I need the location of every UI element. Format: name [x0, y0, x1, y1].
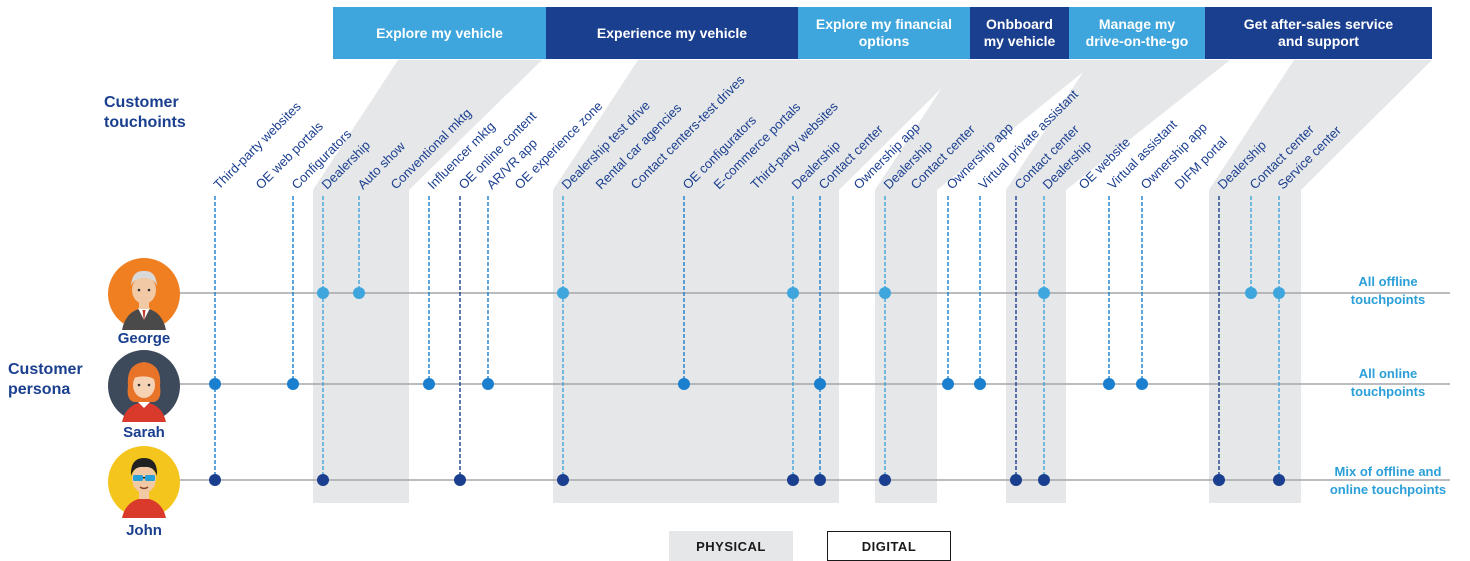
banner-manage-drive: Manage my drive-on-the-go — [1069, 7, 1205, 59]
physical-band-1 — [553, 60, 902, 503]
physical-band-5 — [1209, 60, 1432, 503]
banner-financial-options: Explore my financial options — [798, 7, 970, 59]
touchpoint-dot-george — [879, 287, 891, 299]
sarah-avatar — [108, 350, 180, 422]
touchpoint-dot-sarah — [287, 378, 299, 390]
legend-physical: PHYSICAL — [669, 531, 793, 561]
customer-persona-heading: Customer persona — [8, 361, 83, 398]
touchpoint-dot-sarah — [423, 378, 435, 390]
touchpoint-dot-george — [353, 287, 365, 299]
george-avatar — [108, 258, 180, 330]
physical-band-2 — [783, 60, 970, 503]
banner-onboard-vehicle: Onbboard my vehicle — [970, 7, 1069, 59]
physical-band-0 — [313, 60, 542, 503]
touchpoint-dot-john — [557, 474, 569, 486]
touchpoint-dot-sarah — [1136, 378, 1148, 390]
touchpoint-dot-john — [879, 474, 891, 486]
banner-explore-vehicle: Explore my vehicle — [333, 7, 546, 59]
legend-digital: DIGITAL — [827, 531, 951, 561]
touchpoint-dot-john — [1010, 474, 1022, 486]
touchpoint-dot-john — [1273, 474, 1285, 486]
touchpoint-dot-sarah — [814, 378, 826, 390]
touchpoint-dot-george — [1038, 287, 1050, 299]
touchpoint-dot-sarah — [678, 378, 690, 390]
touchpoint-dot-john — [1038, 474, 1050, 486]
banner-experience-vehicle: Experience my vehicle — [546, 7, 798, 59]
touchpoint-dot-sarah — [942, 378, 954, 390]
persona-name-sarah: Sarah — [123, 424, 165, 441]
touchpoint-dot-george — [787, 287, 799, 299]
touchpoint-dot-george — [317, 287, 329, 299]
touchpoint-dot-george — [557, 287, 569, 299]
lane-label-mix: Mix of offline and online touchpoints — [1329, 464, 1447, 497]
touchpoint-dot-john — [787, 474, 799, 486]
john-avatar — [108, 446, 180, 518]
touchpoint-dot-george — [1245, 287, 1257, 299]
lane-label-all-online: All online touchpoints — [1350, 366, 1426, 399]
touchpoint-dot-sarah — [974, 378, 986, 390]
touchpoint-dot-john — [454, 474, 466, 486]
customer-touchpoints-heading: Customer touchoints — [104, 94, 186, 131]
persona-name-john: John — [126, 522, 162, 539]
persona-name-george: George — [117, 330, 171, 347]
touchpoint-dot-john — [1213, 474, 1225, 486]
touchpoint-dot-george — [1273, 287, 1285, 299]
lane-label-all-offline: All offline touchpoints — [1350, 274, 1426, 307]
banner-after-sales: Get after-sales service and support — [1205, 7, 1432, 59]
touchpoint-dot-sarah — [482, 378, 494, 390]
touchpoint-dot-sarah — [1103, 378, 1115, 390]
touchpoint-dot-john — [209, 474, 221, 486]
touchpoint-dot-john — [317, 474, 329, 486]
physical-band-3 — [875, 60, 1098, 503]
physical-band-4 — [1006, 60, 1230, 503]
touchpoint-dot-sarah — [209, 378, 221, 390]
touchpoint-dot-john — [814, 474, 826, 486]
